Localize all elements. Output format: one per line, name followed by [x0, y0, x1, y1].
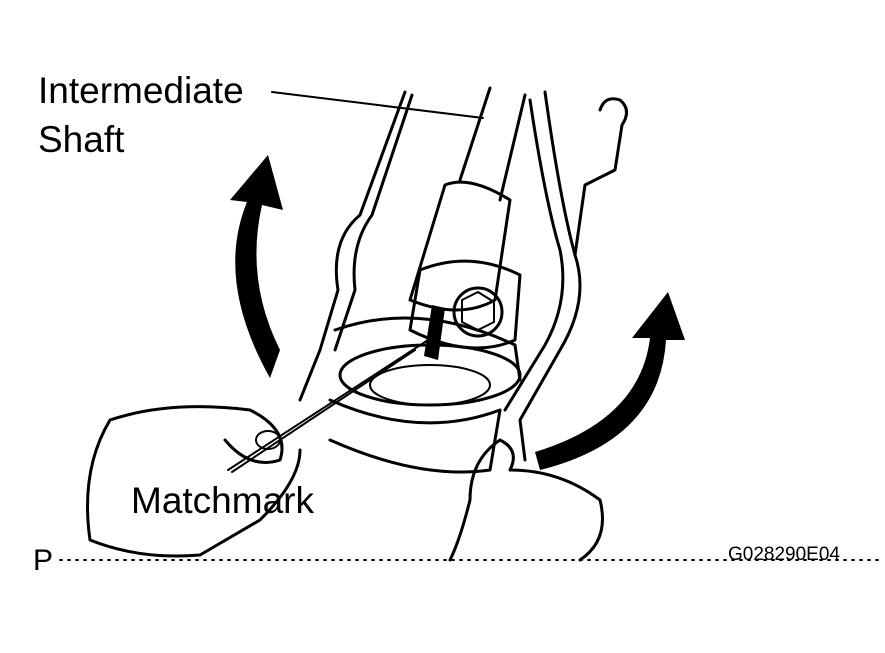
shaft-sleeve: [408, 180, 512, 312]
matchmark-stripe: [424, 305, 445, 360]
housing-inner-ring: [369, 364, 491, 406]
matchmark-leader-2: [231, 349, 416, 473]
column-cover-inner: [333, 93, 414, 352]
matchmark-circle: [255, 430, 281, 450]
intermediate-shaft-label-line1: Intermediate: [38, 70, 244, 111]
shaft-leader-line: [271, 91, 484, 119]
left-hand: [86, 405, 302, 558]
column-cover-right: [518, 90, 582, 462]
rotation-arrow-right-icon: [535, 292, 685, 470]
right-hand: [448, 438, 604, 562]
gear-housing-top: [333, 316, 522, 382]
bolt-head: [461, 291, 495, 331]
support-hook: [573, 97, 628, 257]
yoke-bolt: [452, 286, 504, 338]
matchmark-label: Matchmark: [131, 480, 314, 521]
figure-code: G028290E04: [728, 544, 840, 565]
intermediate-shaft: [458, 86, 527, 202]
gear-housing-body: [328, 398, 502, 474]
column-cover-outline: [298, 90, 407, 402]
matchmark-leader-1: [227, 339, 429, 471]
intermediate-shaft-label-line2: Shaft: [38, 119, 125, 160]
view-label: P: [33, 544, 54, 577]
column-cover-right-inner: [503, 98, 565, 412]
rotation-arrow-left-icon: [230, 155, 283, 378]
